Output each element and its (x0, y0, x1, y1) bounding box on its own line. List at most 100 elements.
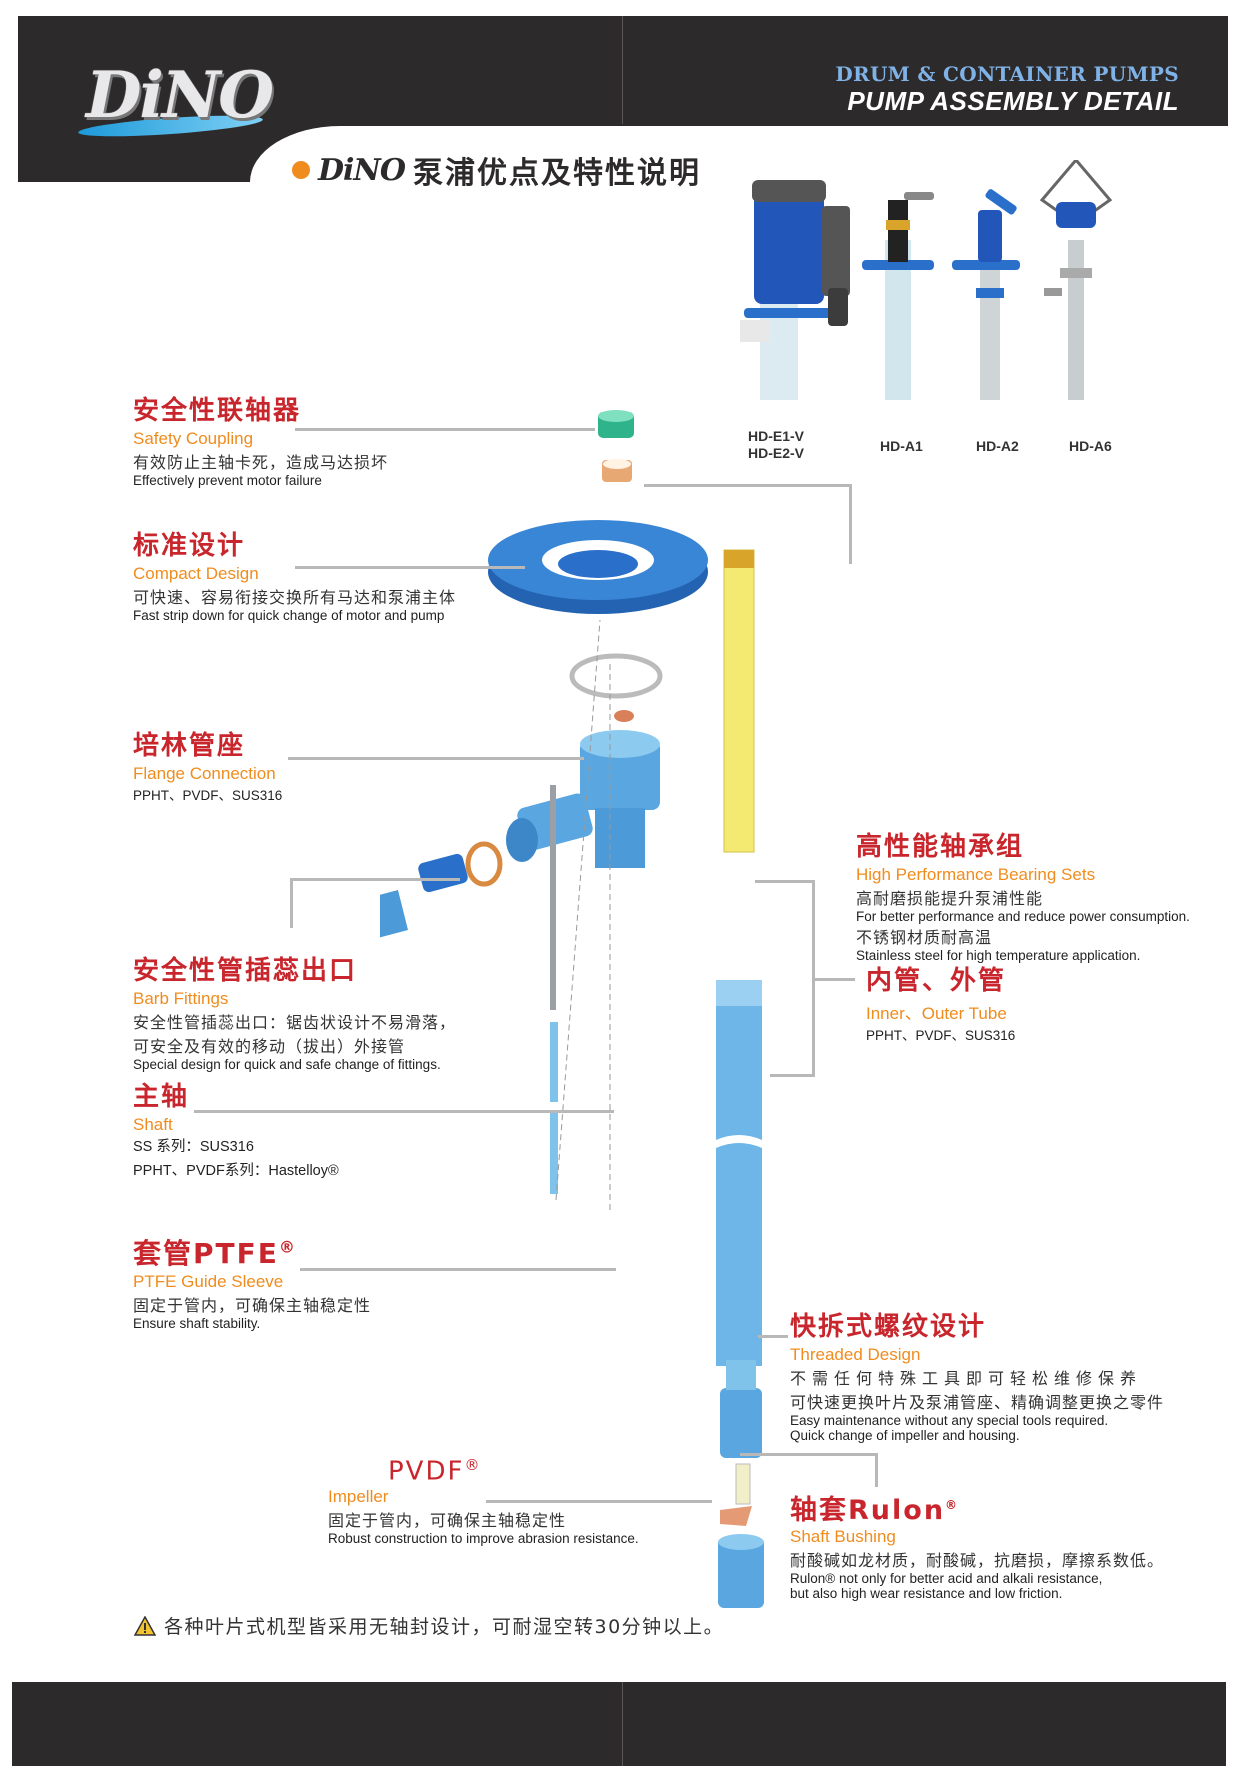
compact-title: 标准设计 (133, 531, 246, 561)
feature-bushing: 轴套Rulon® Shaft Bushing 耐酸碱如龙材质，耐酸碱，抗磨损，摩… (790, 1488, 1164, 1601)
sleeve-upper-part (550, 1022, 558, 1102)
feature-bearing: 高性能轴承组 High Performance Bearing Sets 高耐磨… (856, 826, 1190, 963)
threaded-housing-part (720, 1360, 762, 1505)
feature-impeller: PVDF® Impeller 固定于管内，可确保主轴稳定性 Robust con… (328, 1456, 639, 1546)
shaft-desc1: SS 系列：SUS316 (133, 1139, 254, 1155)
feature-barb: 安全性管插蕊出口 Barb Fittings 安全性管插蕊出口：锯齿状设计不易滑… (133, 950, 456, 1072)
title-text: 泵浦优点及特性说明 (412, 156, 701, 191)
impeller-desc-zh: 固定于管内，可确保主轴稳定性 (328, 1510, 567, 1530)
leader-compact (295, 566, 525, 569)
compact-desc-en: Fast strip down for quick change of moto… (133, 608, 445, 623)
leader-barb2 (290, 878, 293, 928)
footnote-text: 各种叶片式机型皆采用无轴封设计，可耐湿空转30分钟以上。 (164, 1616, 725, 1638)
bearing-desc2: For better performance and reduce power … (856, 909, 1190, 924)
feature-sleeve: 套管PTFE® PTFE Guide Sleeve 固定于管内，可确保主轴稳定性… (133, 1232, 371, 1331)
tube-subtitle: Inner、Outer Tube (866, 1004, 1007, 1023)
title-brand: DiNO (318, 152, 406, 188)
bearing-desc4: Stainless steel for high temperature app… (856, 948, 1141, 963)
leader-shaft (194, 1110, 614, 1113)
sleeve-desc-zh: 固定于管内，可确保主轴稳定性 (133, 1296, 372, 1315)
impeller-part (720, 1506, 752, 1526)
leader-bearing3 (770, 1074, 815, 1077)
leader-threaded (758, 1335, 788, 1338)
leader-bushing2 (875, 1453, 878, 1487)
feature-compact: 标准设计 Compact Design 可快速、容易衔接交换所有马达和泵浦主体 … (133, 525, 456, 623)
bushing-housing-part (718, 1534, 764, 1608)
bushing-desc-zh: 耐酸碱如龙材质，耐酸碱，抗磨损，摩擦系数低。 (790, 1551, 1165, 1570)
leader-bearing (755, 880, 815, 883)
threaded-subtitle: Threaded Design (790, 1345, 921, 1364)
bearing-desc3: 不锈钢材质耐高温 (856, 928, 993, 947)
threaded-desc4: Quick change of impeller and housing. (790, 1428, 1020, 1443)
coupling-part (598, 410, 634, 482)
orange-dot-icon (292, 161, 310, 179)
assembly-drawing (380, 410, 764, 1608)
flange-desc: PPHT、PVDF、SUS316 (133, 788, 283, 803)
compact-subtitle: Compact Design (133, 564, 259, 583)
leader-coupling3 (849, 484, 852, 564)
feature-shaft: 主轴 Shaft SS 系列：SUS316 PPHT、PVDF系列：Hastel… (133, 1076, 339, 1180)
header-curve (250, 126, 1230, 186)
header-line2: PUMP ASSEMBLY DETAIL (847, 86, 1179, 116)
barb-desc-zh2: 可安全及有效的移动（拔出）外接管 (133, 1037, 406, 1056)
model-label-a6: HD-A6 (1069, 438, 1112, 454)
model-label-a1: HD-A1 (880, 438, 923, 454)
leader-sleeve (300, 1268, 616, 1271)
pump-hd-a1-image (862, 192, 934, 400)
barb-fitting-part (380, 853, 468, 938)
coupling-title: 安全性联轴器 (133, 396, 302, 426)
outer-tube-part (716, 980, 762, 1366)
flange-title: 培林管座 (133, 731, 246, 761)
brand-logo: DiNO (86, 58, 274, 133)
leader-barb (290, 878, 460, 881)
feature-coupling: 安全性联轴器 Safety Coupling 有效防止主轴卡死，造成马达损坏 E… (133, 390, 388, 488)
leader-bushing (740, 1453, 878, 1456)
bearing-title: 高性能轴承组 (856, 832, 1025, 862)
product-photos (740, 160, 1113, 400)
tube-title: 内管、外管 (866, 966, 1007, 996)
tube-desc: PPHT、PVDF、SUS316 (866, 1028, 1016, 1043)
impeller-desc-en: Robust construction to improve abrasion … (328, 1530, 639, 1546)
feature-threaded: 快拆式螺纹设计 Threaded Design 不需任何特殊工具即可轻松维修保养… (790, 1306, 1164, 1443)
shaft-desc2: PPHT、PVDF系列：Hastelloy® (133, 1163, 339, 1179)
sleeve-lower-part (550, 1112, 558, 1194)
coupling-subtitle: Safety Coupling (133, 429, 254, 448)
coupling-desc-zh: 有效防止主轴卡死，造成马达损坏 (133, 453, 389, 472)
threaded-title: 快拆式螺纹设计 (790, 1312, 987, 1342)
pump-hd-a2-image (952, 189, 1020, 400)
leader-coupling (295, 428, 595, 431)
footer-bar (12, 1682, 1226, 1766)
warning-icon (134, 1615, 156, 1636)
coupling-desc-en: Effectively prevent motor failure (133, 473, 322, 488)
sleeve-desc-en: Ensure shaft stability. (133, 1316, 261, 1331)
leader-coupling2 (644, 484, 852, 487)
flange-housing-part (506, 730, 660, 868)
compact-plate-part (488, 520, 708, 614)
feature-tube: 内管、外管 Inner、Outer Tube PPHT、PVDF、SUS316 (866, 960, 1015, 1044)
inner-tube-part (723, 549, 755, 853)
bushing-subtitle: Shaft Bushing (790, 1527, 896, 1546)
shaft-subtitle: Shaft (133, 1115, 173, 1134)
feature-flange: 培林管座 Flange Connection PPHT、PVDF、SUS316 (133, 725, 282, 804)
shaft-part (550, 785, 556, 1010)
impeller-subtitle: Impeller (328, 1486, 389, 1506)
threaded-desc1: 不需任何特殊工具即可轻松维修保养 (790, 1369, 1143, 1388)
header-divider (622, 16, 623, 124)
barb-subtitle: Barb Fittings (133, 989, 229, 1008)
compact-desc-zh: 可快速、容易衔接交换所有马达和泵浦主体 (133, 588, 457, 607)
page-title: DiNO 泵浦优点及特性说明 (292, 148, 701, 192)
barb-desc-zh: 安全性管插蕊出口：锯齿状设计不易滑落， (133, 1013, 457, 1032)
sleeve-subtitle: PTFE Guide Sleeve (133, 1272, 284, 1291)
leader-tube (815, 978, 855, 981)
bearing-desc1: 高耐磨损能提升泵浦性能 (856, 889, 1044, 908)
threaded-desc3: Easy maintenance without any special too… (790, 1413, 1109, 1428)
sleeve-title: 套管PTFE® (133, 1237, 297, 1270)
snap-ring-part (569, 653, 663, 699)
pump-hd-e1-image (740, 180, 850, 400)
leader-impeller (486, 1500, 712, 1503)
bearing-subtitle: High Performance Bearing Sets (856, 865, 1096, 884)
seal-part (614, 710, 634, 722)
bushing-desc-en2: but also high wear resistance and low fr… (790, 1586, 1063, 1601)
shaft-title: 主轴 (133, 1082, 190, 1112)
bushing-desc-en1: Rulon® not only for better acid and alka… (790, 1571, 1103, 1586)
